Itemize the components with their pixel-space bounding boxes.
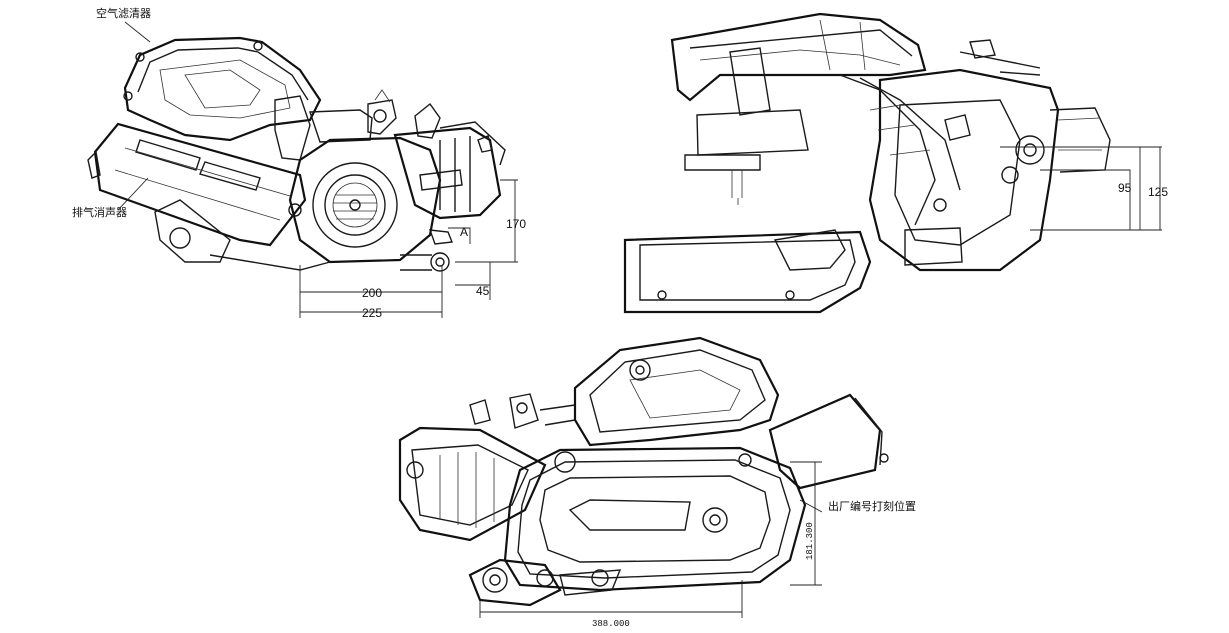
exhaust-muffler <box>87 122 307 247</box>
dim-label-95: 95 <box>1118 181 1132 195</box>
transmission-case <box>623 229 872 314</box>
dim-label-125: 125 <box>1148 185 1168 199</box>
dim-label-225: 225 <box>362 306 382 320</box>
view1-callouts: 空气滤清器 排气消声器 <box>72 6 151 219</box>
linkage <box>469 393 576 429</box>
carburetor <box>309 89 441 143</box>
dim-label-388: 388.000 <box>592 619 630 629</box>
label-muffler: 排气消声器 <box>72 205 127 219</box>
dim-label-170: 170 <box>506 217 526 231</box>
intake-duct <box>839 74 961 226</box>
engine-view-top: 95 125 <box>623 12 1168 314</box>
air-box <box>670 12 927 116</box>
cvt-cover <box>503 446 807 592</box>
engine-view-left-side: 170 45 200 225 A 空气滤清器 排气消声器 <box>72 6 526 320</box>
gear-block <box>684 39 1041 205</box>
view2-dimensions: 95 125 <box>1000 146 1168 231</box>
crank-cylinder-top <box>868 68 1111 272</box>
dim-label-181: 181.300 <box>805 522 815 560</box>
air-filter-housing <box>123 36 322 161</box>
cylinder-side <box>398 426 547 542</box>
muffler-side <box>768 393 889 490</box>
cylinder-head <box>393 121 506 220</box>
label-air-filter: 空气滤清器 <box>96 6 151 20</box>
view3-dimensions: 388.000 181.300 出厂编号打刻位置 <box>479 461 916 629</box>
lower-mount <box>468 558 622 607</box>
dim-label-200: 200 <box>362 286 382 300</box>
engine-view-right-side: 388.000 181.300 出厂编号打刻位置 <box>398 336 916 629</box>
dim-label-45: 45 <box>476 284 490 298</box>
view1-dimensions: 170 45 200 225 A <box>299 179 526 320</box>
marker-a: A <box>460 225 468 239</box>
air-box-side <box>573 336 780 447</box>
label-serial-position: 出厂编号打刻位置 <box>828 499 916 513</box>
mount-boss <box>288 203 453 272</box>
